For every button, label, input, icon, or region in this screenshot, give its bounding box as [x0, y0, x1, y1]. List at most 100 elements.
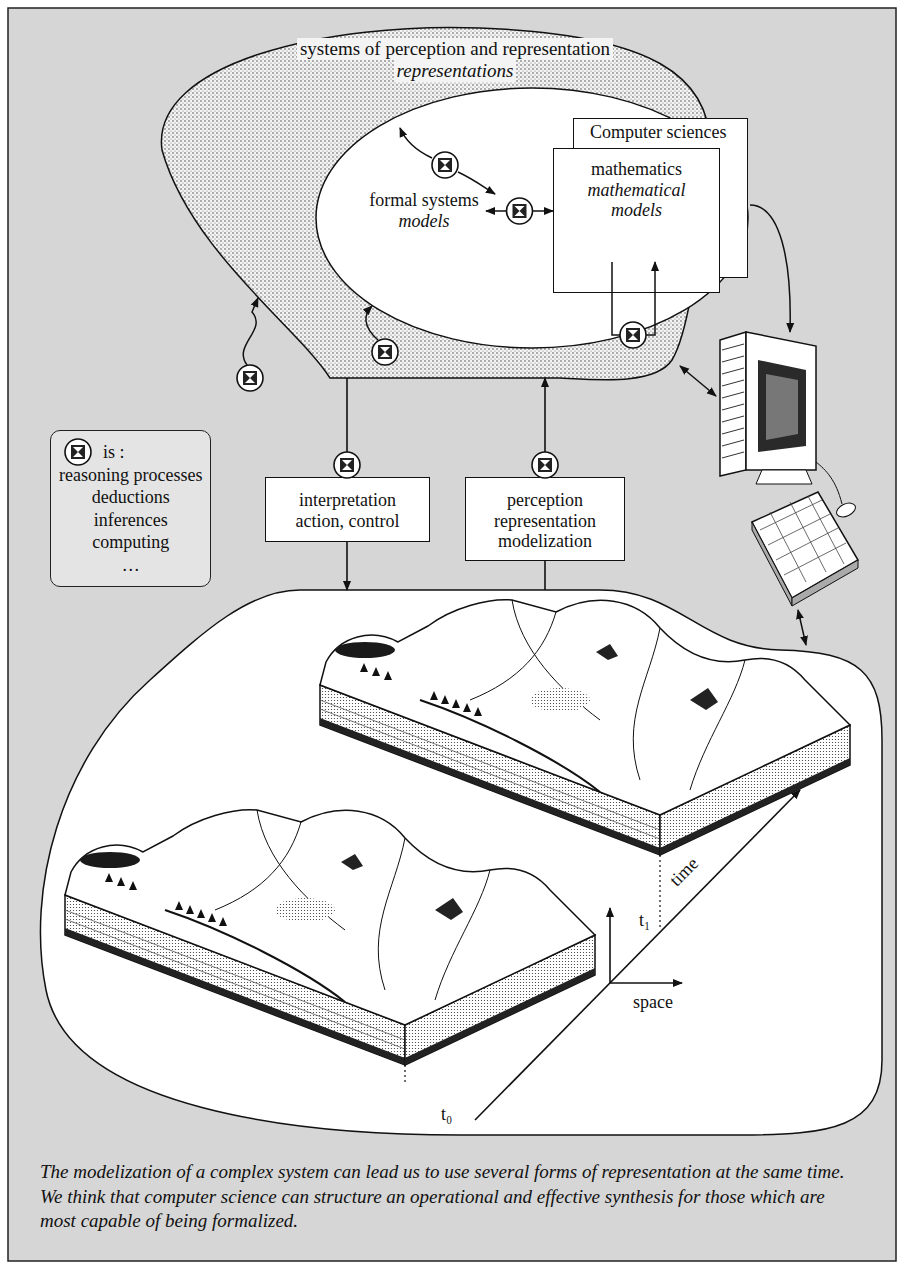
computer-illustration-part [834, 500, 857, 519]
computer-illustration [720, 332, 858, 606]
axis-label: space [630, 992, 676, 1013]
reasoning-symbol [237, 365, 263, 391]
connector [346, 542, 348, 590]
caption-holder: The modelization of a complex system can… [40, 1160, 864, 1234]
landscape-outline-part [40, 590, 882, 1135]
reasoning-arrows-part [612, 262, 620, 335]
reasoning-symbol-part [334, 452, 360, 478]
reasoning-symbol-part [378, 345, 392, 359]
reasoning-arrows-part [798, 610, 806, 645]
reasoning-symbol-part [432, 152, 458, 178]
node-text: mathematics [591, 159, 682, 180]
axes [475, 790, 800, 1120]
computer-illustration-part [722, 344, 744, 458]
node-text: interpretation action, control [283, 490, 413, 531]
figure-frame [8, 8, 896, 1261]
reasoning-symbol-part [71, 445, 85, 459]
legend-entry: inferences [94, 509, 168, 532]
landscape-outline [38, 590, 884, 1135]
node-text: models [399, 211, 450, 232]
axes-part [609, 908, 611, 983]
computer-illustration-part [720, 332, 746, 476]
reasoning-symbol-part [540, 460, 550, 470]
reasoning-symbol [372, 339, 398, 365]
reasoning-arrows-part [458, 172, 495, 194]
computer-illustration-part [792, 560, 858, 606]
axes-part [475, 790, 800, 1120]
region-heading: systems of perception and representation… [255, 38, 655, 82]
landscape-block-part [320, 600, 850, 815]
reasoning-symbol [507, 198, 533, 224]
reasoning-arrows-part [400, 128, 432, 158]
reasoning-symbol-part [243, 371, 257, 385]
reasoning-symbol-part [340, 458, 354, 472]
reasoning-symbol-part [245, 373, 255, 383]
connector [486, 210, 553, 212]
legend-entry: … [122, 554, 140, 577]
reasoning-symbol-part [513, 204, 527, 218]
reasoning-symbol-part [515, 206, 525, 216]
node-text: perception representation modelization [483, 490, 608, 552]
time-markers [405, 855, 660, 1085]
landscape-block-part [660, 758, 850, 855]
reasoning-symbol-part [532, 452, 558, 478]
time-markers-part [404, 1065, 405, 1085]
reasoning-arrows-part [366, 306, 378, 340]
computer-illustration-part [756, 470, 812, 484]
time-markers-part [659, 855, 660, 928]
reasoning-arrows-part [680, 366, 716, 396]
reasoning-symbol-part [538, 458, 552, 472]
reasoning-symbol-part [440, 160, 450, 170]
node-text: systems of perception and representation [297, 38, 613, 60]
reasoning-symbol-part [237, 365, 263, 391]
connector [544, 378, 546, 477]
reasoning-symbol-part [507, 198, 533, 224]
landscape-block-part [596, 644, 718, 710]
computer-illustration-part [758, 360, 806, 452]
landscape-block-part [360, 663, 482, 716]
node-text: representations [394, 60, 517, 82]
reasoning-symbol [334, 452, 360, 478]
landscape-block-earlier [65, 810, 595, 1065]
mathematics-box: mathematicsmathematical models [553, 148, 720, 293]
axis-label: t₁ [636, 910, 653, 931]
perception-box: perception representation modelization [465, 477, 625, 561]
reasoning-symbol-part [372, 339, 398, 365]
computer-illustration-part [816, 462, 842, 504]
connector [544, 561, 546, 590]
figure-caption: The modelization of a complex system can… [40, 1160, 864, 1234]
legend-entry: is : [103, 441, 125, 464]
representation-region: systems of perception and representation… [150, 22, 715, 378]
reasoning-arrows-part [646, 262, 655, 335]
landscape-block-part [530, 688, 590, 712]
computer-illustration-part [766, 374, 798, 440]
reasoning-symbol-part [342, 460, 352, 470]
legend-entry: computing [92, 531, 169, 554]
node-text: mathematical models [574, 180, 699, 221]
reasoning-arrows-part [243, 298, 258, 365]
reasoning-arrows-part [750, 205, 790, 332]
legend-entry: deductions [92, 486, 170, 509]
axis-label-holder: space [630, 992, 676, 1013]
reasoning-symbol-part [380, 347, 390, 357]
interpretation-box: interpretation action, control [265, 477, 430, 542]
formal-systems-label: formal systemsmodels [362, 188, 486, 234]
reasoning-symbol [532, 452, 558, 478]
axis-label: t₀ [438, 1104, 455, 1125]
landscape-block-part [660, 725, 850, 855]
reasoning-symbol-part [626, 328, 640, 342]
reasoning-symbols [65, 152, 646, 478]
computer-illustration-part [752, 492, 858, 598]
reasoning-symbol-part [438, 158, 452, 172]
connector [346, 378, 348, 477]
axis-label-holder: time [684, 872, 722, 893]
legend-entry: reasoning processes [59, 464, 202, 487]
dotted-region-outline-part [161, 27, 748, 379]
legend-box: is :reasoning processesdeductionsinferen… [50, 430, 211, 587]
reasoning-symbol-part [628, 330, 638, 340]
landscape-block-part [320, 718, 660, 855]
axis-label-holder: t₀ [438, 1104, 455, 1125]
axes-part [610, 982, 682, 984]
